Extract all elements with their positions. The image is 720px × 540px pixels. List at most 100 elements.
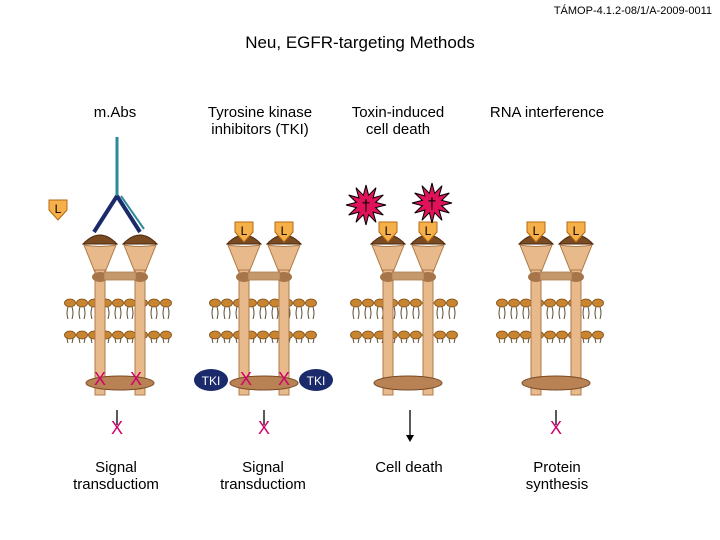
lipid-head <box>148 330 160 340</box>
lipid-tail <box>223 306 231 320</box>
receptor-head <box>559 244 593 276</box>
block-mark-kinase: X <box>240 369 252 389</box>
method-heading-toxin: Toxin-induced cell death <box>351 104 445 139</box>
toxin-burst: † <box>345 184 387 226</box>
toxin-dagger: † <box>362 198 371 215</box>
ligand: L <box>378 221 398 243</box>
lipid-tail <box>594 306 602 320</box>
lipid-head <box>76 330 88 340</box>
outcome-mabs: Signal transductiom <box>73 459 159 494</box>
lipid-head <box>434 298 446 308</box>
receptor-cap <box>81 234 119 245</box>
lipid-tail <box>510 306 518 320</box>
lipid-head <box>592 298 604 308</box>
lipid-head <box>580 298 592 308</box>
ligand-label: L <box>55 202 62 216</box>
dimer-bridge <box>247 271 281 281</box>
receptor-monomer <box>369 234 407 396</box>
receptor-stalk <box>382 269 394 396</box>
lipid-head <box>305 330 317 340</box>
lipid-tail <box>211 306 219 320</box>
block-mark-kinase: X <box>94 369 106 389</box>
lipid-tail <box>162 306 170 320</box>
ligand-shape <box>378 221 398 243</box>
outcome-toxin: Cell death <box>375 459 443 476</box>
lipid-head <box>434 330 446 340</box>
outcome-rnai: Protein synthesis <box>525 459 589 494</box>
receptor-stalk <box>134 269 146 396</box>
lipid-head <box>76 298 88 308</box>
lipid-tail <box>271 306 279 320</box>
lipid-head <box>350 330 362 340</box>
lipid-tail <box>522 306 530 320</box>
lipid-tail <box>498 306 506 320</box>
antibody-arm-right <box>115 194 142 234</box>
ligand-shape <box>418 221 438 243</box>
lipid-head <box>580 330 592 340</box>
receptor-head <box>267 244 301 276</box>
receptor-head <box>123 244 157 276</box>
lipid-tail <box>259 306 267 320</box>
lipid-head <box>508 330 520 340</box>
receptor-kinase-domain <box>85 375 155 391</box>
receptor-stalk <box>94 269 106 396</box>
lipid-head <box>160 330 172 340</box>
tki-label: TKI <box>202 374 221 388</box>
cell-membrane <box>350 298 458 344</box>
ligand-shape <box>234 221 254 243</box>
lipid-head <box>544 298 556 308</box>
lipid-head <box>592 330 604 340</box>
lipid-head <box>160 298 172 308</box>
ligand-shape <box>526 221 546 243</box>
receptor-kinase-domain <box>229 375 299 391</box>
ligand-label: L <box>241 224 248 238</box>
receptor-monomer <box>409 234 447 396</box>
receptor-head <box>371 244 405 276</box>
ligand-shape <box>274 221 294 243</box>
header-code: TÁMOP-4.1.2-08/1/A-2009-0011 <box>553 5 712 17</box>
lipid-head <box>556 298 568 308</box>
lipid-head <box>362 330 374 340</box>
lipid-head <box>112 298 124 308</box>
lipid-head <box>209 330 221 340</box>
receptor-stalk <box>238 269 250 396</box>
block-mark-synthesis: X <box>550 418 562 438</box>
lipid-tail <box>448 306 456 320</box>
lipid-head <box>398 330 410 340</box>
receptor-head <box>519 244 553 276</box>
dimer-bridge <box>539 271 573 281</box>
lipid-head <box>112 330 124 340</box>
lipid-head <box>496 330 508 340</box>
lipid-head <box>305 298 317 308</box>
lipid-head <box>410 298 422 308</box>
ligand-label: L <box>281 224 288 238</box>
lipid-tail <box>307 306 315 320</box>
lipid-head <box>209 298 221 308</box>
lipid-head <box>124 298 136 308</box>
ligand-label: L <box>533 224 540 238</box>
lipid-head <box>520 330 532 340</box>
dimer-bridge <box>391 271 425 281</box>
ligand-label: L <box>425 224 432 238</box>
tki-label: TKI <box>307 374 326 388</box>
lipid-tail <box>400 306 408 320</box>
lipid-head <box>446 298 458 308</box>
ligand: L <box>274 221 294 243</box>
lipid-head <box>544 330 556 340</box>
receptor-head <box>411 244 445 276</box>
method-heading-mabs: m.Abs <box>93 104 137 121</box>
receptor-kinase-domain <box>521 375 591 391</box>
lipid-tail <box>150 306 158 320</box>
cell-membrane <box>209 298 317 344</box>
lipid-tail <box>126 306 134 320</box>
lipid-head <box>64 298 76 308</box>
lipid-head <box>293 298 305 308</box>
lipid-head <box>508 298 520 308</box>
receptor-stalk <box>530 269 542 396</box>
receptor-monomer <box>225 234 263 396</box>
tki-bubble <box>194 369 228 391</box>
lipid-tail <box>114 306 122 320</box>
tki-bubble <box>299 369 333 391</box>
lipid-head <box>496 298 508 308</box>
lipid-tail <box>352 306 360 320</box>
